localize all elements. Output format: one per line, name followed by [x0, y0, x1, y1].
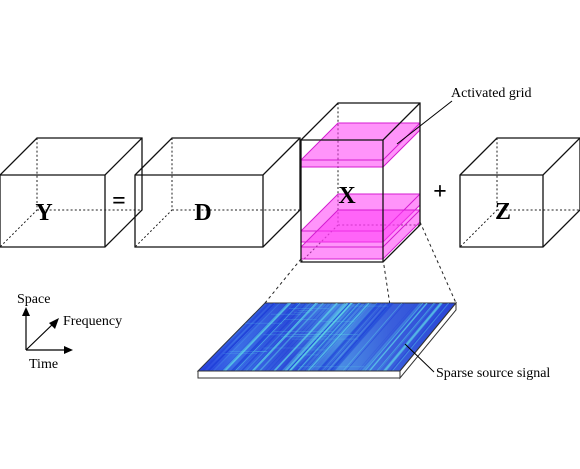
axis-label-time: Time: [29, 357, 58, 372]
activated-grid-leader: [396, 100, 453, 145]
equals-sign: =: [112, 188, 126, 214]
cube-y: Y: [0, 137, 143, 248]
time-arrowhead: [64, 346, 73, 354]
axis-label-space: Space: [17, 292, 50, 307]
activated-grid-label: Activated grid: [451, 86, 531, 101]
space-arrowhead: [22, 307, 30, 316]
plus-sign: +: [433, 179, 447, 205]
cube-x: X: [300, 102, 421, 263]
sparse-source-signal-label: Sparse source signal: [436, 366, 550, 381]
cube-z: Z: [459, 137, 580, 248]
label-d: D: [194, 200, 211, 226]
frequency-arrowhead: [49, 318, 59, 329]
sparse-source-signal-leader: [404, 343, 435, 373]
label-x: X: [338, 183, 356, 209]
sparse-source-signal-slab: [196, 301, 458, 380]
label-z: Z: [495, 199, 511, 225]
axis-indicator: Space Frequency Time: [17, 292, 122, 372]
activated-slab-top: [300, 122, 421, 168]
axis-label-frequency: Frequency: [63, 314, 122, 329]
label-y: Y: [35, 200, 52, 226]
cube-d: D: [134, 137, 301, 248]
